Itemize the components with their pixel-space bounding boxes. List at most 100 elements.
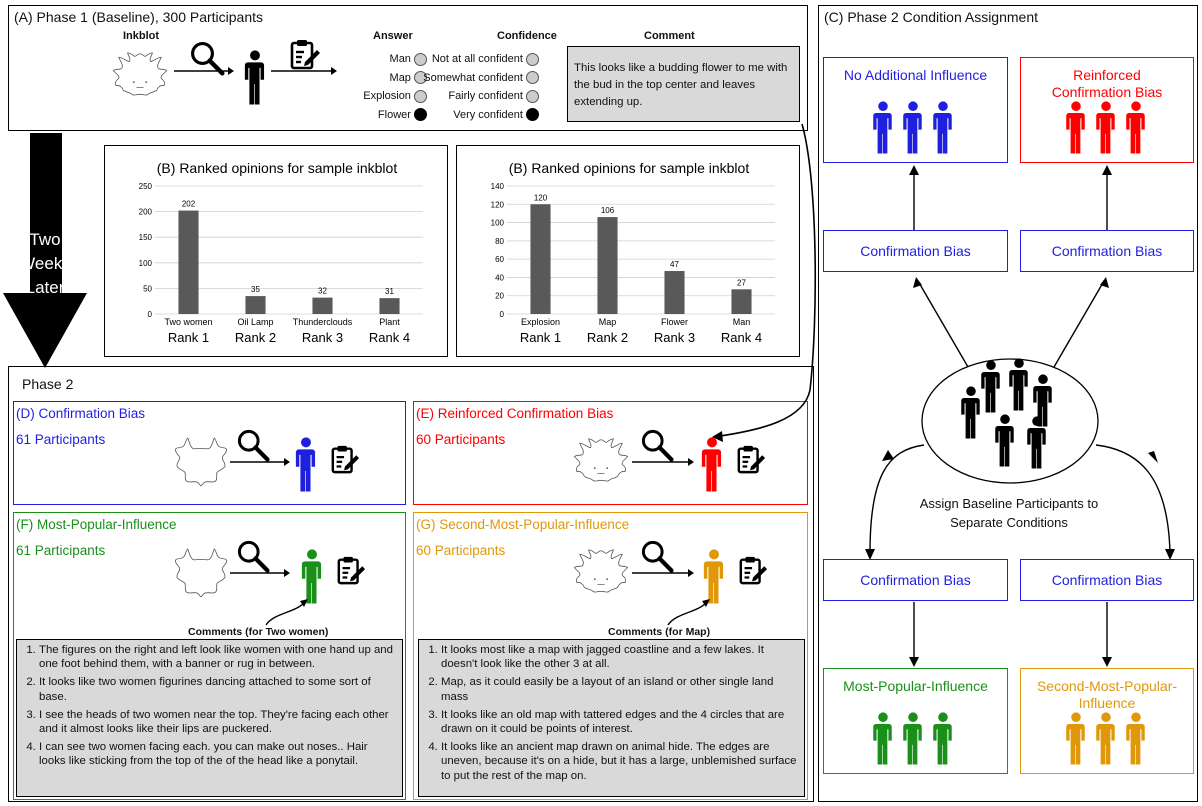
confidence-option[interactable]: Very confident [419, 106, 539, 125]
y-tick-label: 250 [139, 182, 153, 191]
comment-item: I see the heads of two women near the to… [39, 708, 396, 736]
curve-arrow [667, 599, 710, 626]
panel-e-title: (E) Reinforced Confirmation Bias [416, 406, 614, 421]
bar [530, 204, 551, 314]
x-tick-label: Flower [661, 317, 688, 327]
y-tick-label: 100 [139, 259, 153, 268]
data-label: 27 [737, 278, 746, 287]
x-tick-label: Thunderclouds [293, 317, 353, 327]
rank-label: Rank 2 [235, 330, 276, 345]
person-icon [244, 50, 265, 105]
radio-selected-icon[interactable] [526, 108, 539, 122]
clipboard-icon [337, 555, 366, 585]
panel-e: (E) Reinforced Confirmation Bias 60 Part… [413, 401, 808, 505]
chart-title: (B) Ranked opinions for sample inkblot [157, 160, 398, 176]
rank-label: Rank 4 [721, 330, 762, 345]
confidence-header: Confidence [497, 30, 557, 42]
answer-list: Man Map Explosion Flower [339, 50, 427, 124]
y-tick-label: 0 [148, 310, 153, 319]
radio-icon[interactable] [526, 52, 539, 66]
phase-c-connectors [865, 165, 1175, 667]
crowd-people [961, 358, 1052, 469]
x-tick-label: Man [733, 317, 751, 327]
comment-to-e-arrow [712, 123, 817, 442]
y-tick-label: 140 [491, 182, 505, 191]
crowd-ellipse [921, 358, 1099, 484]
panel-d: (D) Confirmation Bias 61 Participants [13, 401, 406, 505]
rank-label: Rank 3 [654, 330, 695, 345]
most-popular-label: Most-Popular-Influence [843, 678, 988, 694]
radio-icon[interactable] [414, 52, 427, 66]
inkblot-image [573, 549, 629, 593]
comment-box[interactable]: This looks like a budding flower to me w… [567, 46, 800, 122]
inkblot-image [112, 52, 168, 96]
data-label: 35 [251, 285, 260, 294]
bar [312, 297, 333, 314]
y-tick-label: 200 [139, 208, 153, 217]
curve-arrow [265, 599, 308, 626]
assign-text: Assign Baseline Participants to Separate… [919, 496, 1099, 530]
magnifier-icon [640, 428, 674, 462]
rank-label: Rank 4 [369, 330, 410, 345]
person-icon [295, 437, 316, 492]
answer-option[interactable]: Man [339, 50, 427, 69]
cb-box-top-right: Confirmation Bias [1020, 230, 1194, 272]
clipboard-icon [739, 555, 768, 585]
magnifier-icon [189, 40, 225, 76]
radio-selected-icon[interactable] [414, 108, 427, 122]
confidence-option[interactable]: Not at all confident [419, 50, 539, 69]
comment-item: The figures on the right and left look l… [39, 643, 396, 671]
bar [379, 298, 400, 314]
bar [731, 289, 752, 314]
answer-option[interactable]: Explosion [339, 87, 427, 106]
radio-icon[interactable] [414, 89, 427, 103]
panel-d-count: 61 Participants [16, 432, 106, 447]
comment-item: It looks most like a map with jagged coa… [441, 643, 798, 671]
phase1-title: (A) Phase 1 (Baseline), 300 Participants [14, 9, 264, 25]
data-label: 32 [318, 287, 327, 296]
person-icon [301, 549, 322, 604]
comment-item: It looks like two women figurines dancin… [39, 675, 396, 703]
panel-g-title: (G) Second-Most-Popular-Influence [416, 517, 630, 532]
y-tick-label: 0 [500, 310, 505, 319]
confidence-option[interactable]: Somewhat confident [419, 69, 539, 88]
bar [245, 296, 266, 314]
second-most-label: Second-Most-Popular-Influence [1036, 678, 1178, 711]
magnifier-icon [640, 539, 674, 573]
comments-box: It looks most like a map with jagged coa… [418, 639, 805, 797]
answer-header: Answer [373, 30, 413, 42]
inkblot-image [573, 438, 629, 482]
answer-option[interactable]: Map [339, 69, 427, 88]
phase2-panel: Phase 2 [8, 366, 814, 802]
rank-label: Rank 1 [168, 330, 209, 345]
comments-list: It looks most like a map with jagged coa… [423, 643, 798, 783]
two-weeks-arrow [3, 133, 87, 368]
comment-header: Comment [644, 30, 695, 42]
comment-item: I can see two women facing each. you can… [39, 740, 396, 768]
radio-icon[interactable] [526, 89, 539, 103]
x-tick-label: Two women [164, 317, 212, 327]
comments-label: Comments (for Map) [608, 626, 711, 638]
panel-d-title: (D) Confirmation Bias [16, 406, 146, 421]
data-label: 202 [182, 200, 196, 209]
x-tick-label: Oil Lamp [237, 317, 273, 327]
panel-f-count: 61 Participants [16, 543, 106, 558]
panel-g-count: 60 Participants [416, 543, 506, 558]
rank-label: Rank 3 [302, 330, 343, 345]
confidence-option[interactable]: Fairly confident [419, 87, 539, 106]
phase-c-title: (C) Phase 2 Condition Assignment [824, 9, 1038, 25]
y-tick-label: 150 [139, 233, 153, 242]
panel-e-count: 60 Participants [416, 432, 506, 447]
reinforced-label: Reinforced Confirmation Bias [1051, 67, 1163, 100]
y-tick-label: 100 [491, 219, 505, 228]
bar [664, 271, 685, 314]
bar [178, 210, 199, 314]
radio-icon[interactable] [526, 71, 539, 85]
phase2-title: Phase 2 [22, 376, 74, 392]
data-label: 31 [385, 287, 394, 296]
panel-g: (G) Second-Most-Popular-Influence 60 Par… [413, 512, 808, 800]
radio-icon[interactable] [414, 71, 427, 85]
answer-option[interactable]: Flower [339, 106, 427, 125]
